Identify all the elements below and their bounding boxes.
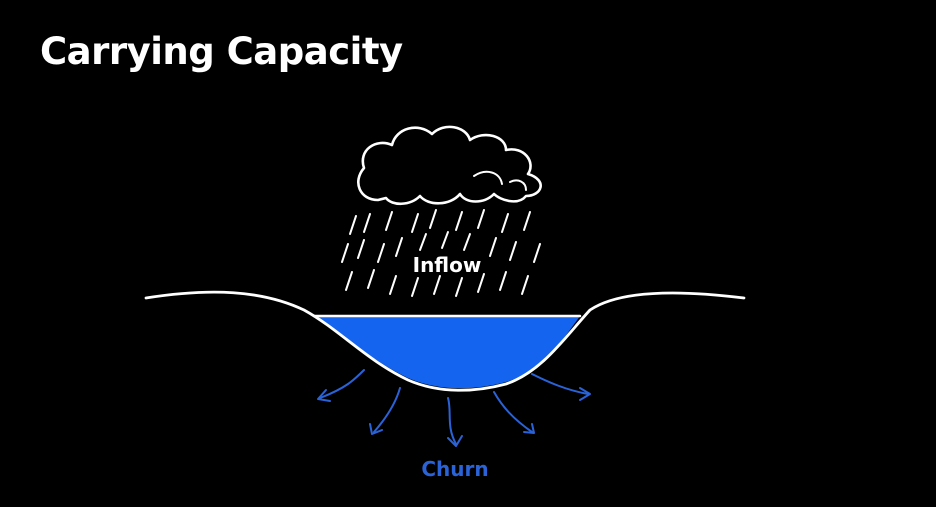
churn-label: Churn <box>421 457 488 481</box>
inflow-label: Inflow <box>413 253 482 277</box>
churn-arrows <box>317 369 591 447</box>
churn-arrow <box>531 373 589 395</box>
rain-drop <box>477 273 485 293</box>
rain-drop <box>455 277 463 297</box>
rain-drop <box>499 271 507 291</box>
cloud-inner-curl <box>473 170 503 185</box>
churn-arrow <box>493 391 533 433</box>
rain-cloud-icon <box>357 125 542 206</box>
rain-drop <box>385 211 393 231</box>
rain-drop <box>357 239 365 259</box>
churn-arrow-head <box>317 389 331 402</box>
rain-drop <box>489 237 497 257</box>
rain-drop <box>533 243 541 263</box>
churn-arrow-head <box>447 435 463 447</box>
churn-arrow-head <box>523 423 535 434</box>
rain-drop <box>389 275 397 295</box>
rain-drop <box>463 233 471 251</box>
cloud-inner-curl <box>509 179 527 191</box>
rain-drop <box>441 231 449 249</box>
rain-drop <box>377 243 385 263</box>
rain-drop <box>341 243 349 263</box>
churn-arrow <box>319 369 365 399</box>
ground-outline <box>144 290 746 392</box>
churn-arrow <box>447 397 457 445</box>
rain-drop <box>523 211 531 231</box>
slide-title: Carrying Capacity <box>40 30 403 73</box>
rain-drop <box>411 213 419 233</box>
rain-drop <box>349 215 357 235</box>
rain-drop <box>521 275 529 295</box>
churn-arrow-head <box>369 423 383 435</box>
water-pool <box>314 316 580 389</box>
rain-drop <box>433 275 441 295</box>
churn-arrow-head <box>579 387 591 401</box>
rain-drop <box>509 241 517 261</box>
rain-drop <box>419 233 427 251</box>
rain-drop <box>455 211 463 231</box>
cloud-outline <box>357 125 542 206</box>
rain-drop <box>411 277 419 297</box>
churn-arrow <box>373 387 401 433</box>
rain-drop <box>429 209 437 229</box>
rain-drop <box>501 213 509 233</box>
rain-drop <box>345 271 353 291</box>
rain-drop <box>477 209 485 229</box>
rain-streaks <box>341 209 541 297</box>
rain-drop <box>363 213 371 233</box>
rain-drop <box>367 269 375 289</box>
rain-drop <box>395 237 403 257</box>
